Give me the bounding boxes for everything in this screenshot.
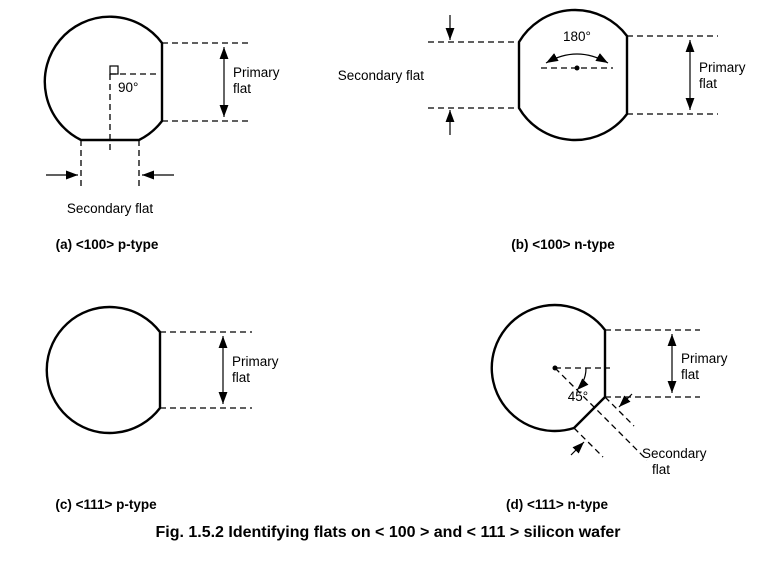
primary-flat-label-line1: Primary xyxy=(681,351,728,366)
secondary-flat-arrow-lower xyxy=(570,441,585,456)
secondary-flat-dash-upper xyxy=(604,396,635,427)
right-angle-square-icon xyxy=(109,65,119,75)
primary-flat-label-line1: Primary xyxy=(233,65,280,80)
center-dash-45-degree xyxy=(554,367,648,461)
panel-b-caption: (b) <100> n-type xyxy=(511,237,615,252)
panel-c-caption: (c) <111> p-type xyxy=(55,497,157,512)
figure-caption: Fig. 1.5.2 Identifying flats on < 100 > … xyxy=(155,524,620,541)
secondary-flat-label-line2: flat xyxy=(652,462,670,477)
panel-b: Secondary flat 180° Primary flat (b) <10… xyxy=(338,8,746,252)
wafer-a-outline xyxy=(43,15,164,142)
panel-d: Primary flat 45° Secondary flat (d) <111… xyxy=(490,303,728,512)
panel-a: Primary flat 90° Secondary flat (a) <100… xyxy=(43,15,280,252)
secondary-flat-label: Secondary flat xyxy=(67,201,154,216)
angle-45-label: 45° xyxy=(568,389,588,404)
secondary-flat-dash-lower xyxy=(573,427,604,458)
primary-flat-label-line2: flat xyxy=(699,76,717,91)
secondary-flat-label-line1: Secondary xyxy=(642,446,707,461)
angle-45-arc-arrow xyxy=(576,367,589,391)
panel-d-caption: (d) <111> n-type xyxy=(506,497,609,512)
primary-flat-label-line2: flat xyxy=(681,367,699,382)
secondary-flat-arrow-upper xyxy=(618,393,633,408)
primary-flat-label-line1: Primary xyxy=(699,60,746,75)
wafer-d-outline xyxy=(490,303,607,433)
panel-c: Primary flat (c) <111> p-type xyxy=(45,305,279,512)
angle-180-label: 180° xyxy=(563,29,591,44)
primary-flat-label-line2: flat xyxy=(232,370,250,385)
primary-flat-label-line2: flat xyxy=(233,81,251,96)
primary-flat-label-line1: Primary xyxy=(232,354,279,369)
panel-a-caption: (a) <100> p-type xyxy=(56,237,159,252)
angle-180-arc-arrow xyxy=(545,53,609,64)
wafer-c-outline xyxy=(45,305,162,435)
secondary-flat-label: Secondary flat xyxy=(338,68,425,83)
angle-90-label: 90° xyxy=(118,80,138,95)
